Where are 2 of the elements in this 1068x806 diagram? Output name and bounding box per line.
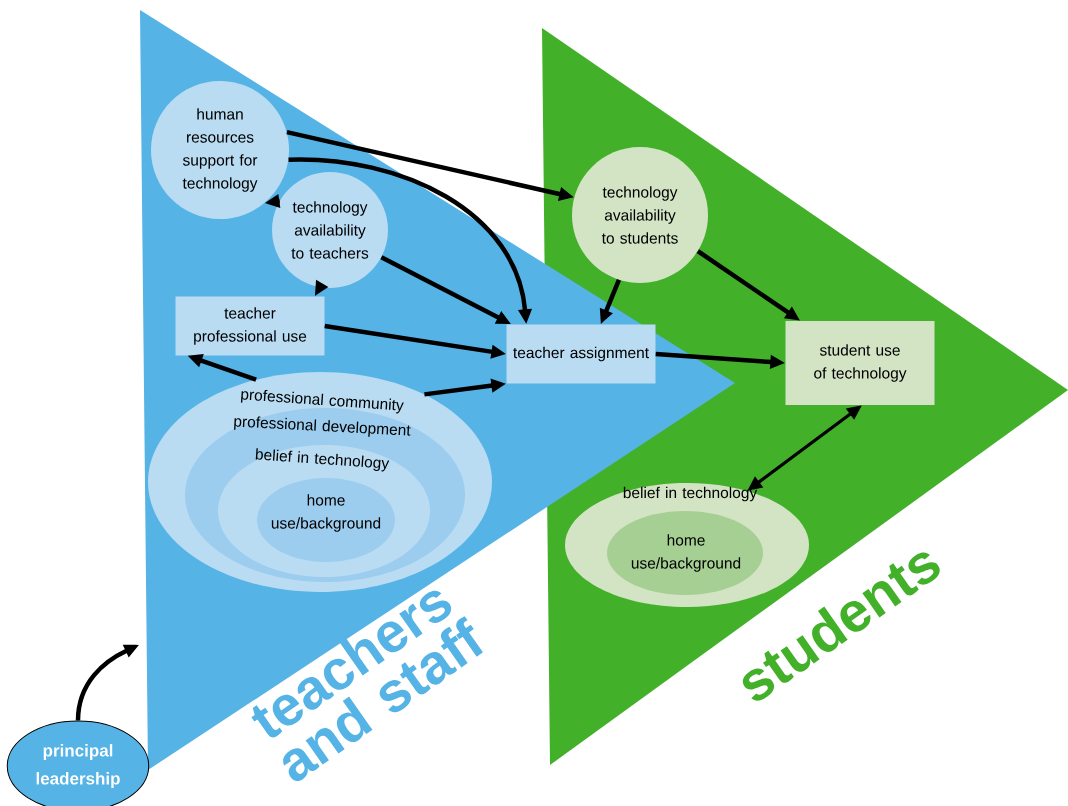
- process-box: student use of technology: [785, 321, 935, 405]
- process-box: teacher professional use: [175, 296, 325, 356]
